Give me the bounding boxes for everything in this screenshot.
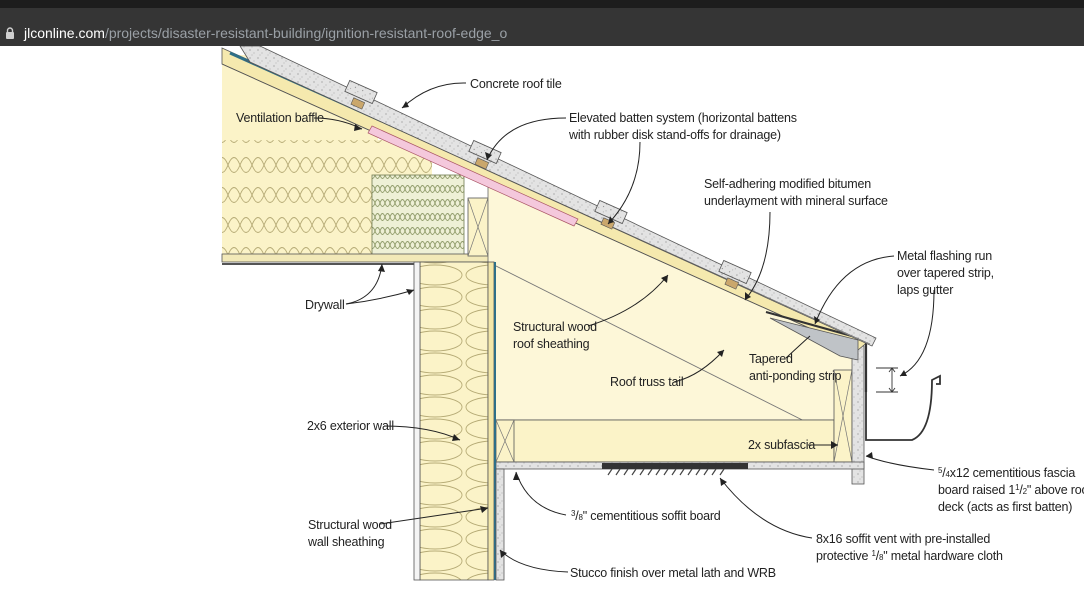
url-text[interactable]: jlconline.com/projects/disaster-resistan… bbox=[24, 25, 507, 41]
label-tapered-1: Tapered bbox=[749, 352, 793, 366]
soffit-frac-den: 8 bbox=[579, 513, 584, 522]
fascia-frac-den: 4 bbox=[946, 470, 951, 479]
tapered-strip bbox=[769, 317, 859, 361]
ceiling-joist bbox=[221, 253, 495, 263]
label-roof-sheathing-2: roof sheathing bbox=[513, 337, 590, 351]
label-stucco: Stucco finish over metal lath and WRB bbox=[570, 566, 776, 580]
fascia-2-den: 2 bbox=[1023, 487, 1028, 496]
label-subfascia: 2x subfascia bbox=[748, 438, 815, 452]
dimension-marks bbox=[876, 367, 898, 393]
truss-bottom-chord bbox=[487, 261, 859, 449]
ventilation-baffle bbox=[367, 125, 579, 227]
label-tapered-2: anti-ponding strip bbox=[749, 369, 842, 383]
soffit-block-x2 bbox=[495, 419, 515, 463]
fascia-frac-num: 5 bbox=[938, 466, 943, 475]
soffit-vent-2-b: " metal hardware cloth bbox=[883, 549, 1003, 563]
fascia-2-b: " above roof bbox=[1027, 483, 1084, 497]
leader-arrowheads bbox=[354, 101, 907, 558]
roof-tiles bbox=[239, 46, 877, 347]
lock-icon bbox=[6, 27, 14, 39]
soffit-framing bbox=[495, 419, 835, 463]
soffit-frac-slash: / bbox=[575, 509, 579, 523]
label-ventilation-baffle: Ventilation baffle bbox=[236, 111, 324, 125]
label-roof-sheathing-1: Structural wood bbox=[513, 320, 597, 334]
vent-frac-num: 1 bbox=[871, 549, 876, 558]
label-elevated-batten-1: Elevated batten system (horizontal batte… bbox=[569, 111, 797, 125]
label-underlayment-1: Self-adhering modified bitumen bbox=[704, 177, 871, 191]
address-bar[interactable]: jlconline.com/projects/disaster-resistan… bbox=[0, 8, 1084, 46]
label-soffit-vent-2: protective 1/8" metal hardware cloth bbox=[816, 549, 1003, 563]
label-drywall: Drywall bbox=[305, 298, 345, 312]
vent-frac-den: 8 bbox=[879, 553, 884, 562]
label-metal-flashing-1: Metal flashing run bbox=[897, 249, 992, 263]
gutter bbox=[865, 374, 941, 441]
wall-wrb bbox=[494, 262, 496, 580]
label-fascia-2: board raised 11/2" above roof bbox=[938, 483, 1084, 497]
label-metal-flashing-2: over tapered strip, bbox=[897, 266, 994, 280]
label-soffit-vent-1: 8x16 soffit vent with pre-installed bbox=[816, 532, 990, 546]
wall-insulation bbox=[419, 261, 489, 581]
label-concrete-roof-tile: Concrete roof tile bbox=[470, 77, 562, 91]
vent-frac-slash: / bbox=[876, 549, 880, 563]
fascia-frac-slash: / bbox=[942, 466, 946, 480]
wall-drywall bbox=[413, 261, 421, 581]
soffit-board-rest: " cementitious soffit board bbox=[583, 509, 721, 523]
fascia-1-rest: x12 cementitious fascia bbox=[950, 466, 1076, 480]
browser-chrome: jlconline.com/projects/disaster-resistan… bbox=[0, 0, 1084, 46]
wall-stucco bbox=[495, 468, 505, 581]
dense-insulation bbox=[371, 174, 465, 256]
fascia-2-slash: / bbox=[1019, 483, 1023, 497]
fascia-2-num: 1 bbox=[1015, 483, 1020, 492]
label-roof-truss-tail: Roof truss tail bbox=[610, 375, 683, 389]
label-fascia-3: deck (acts as first batten) bbox=[938, 500, 1072, 514]
top-plate-x2 bbox=[467, 197, 489, 257]
label-wall-sheathing-2: wall sheathing bbox=[307, 535, 385, 549]
subfascia-x2 bbox=[833, 369, 853, 463]
wall-sheathing bbox=[487, 261, 495, 581]
url-path: /projects/disaster-resistant-building/ig… bbox=[104, 25, 508, 41]
roof-edge-diagram: Concrete roof tile Ventilation baffle El… bbox=[221, 46, 1084, 581]
tab-strip bbox=[0, 0, 1084, 8]
label-underlayment-2: underlayment with mineral surface bbox=[704, 194, 888, 208]
label-metal-flashing-3: laps gutter bbox=[897, 283, 953, 297]
fascia-2-a: board raised 1 bbox=[938, 483, 1015, 497]
label-elevated-batten-2: with rubber disk stand-offs for drainage… bbox=[568, 128, 781, 142]
url-host: jlconline.com bbox=[24, 25, 105, 41]
label-wall-sheathing-1: Structural wood bbox=[308, 518, 392, 532]
label-exterior-wall: 2x6 exterior wall bbox=[307, 419, 394, 433]
label-soffit-board: 3/8" cementitious soffit board bbox=[571, 509, 721, 523]
soffit-vent-2-a: protective bbox=[816, 549, 871, 563]
soffit-vent bbox=[602, 463, 748, 476]
soffit-frac-num: 3 bbox=[571, 509, 576, 518]
label-fascia-1: 5/4x12 cementitious fascia bbox=[938, 466, 1075, 480]
